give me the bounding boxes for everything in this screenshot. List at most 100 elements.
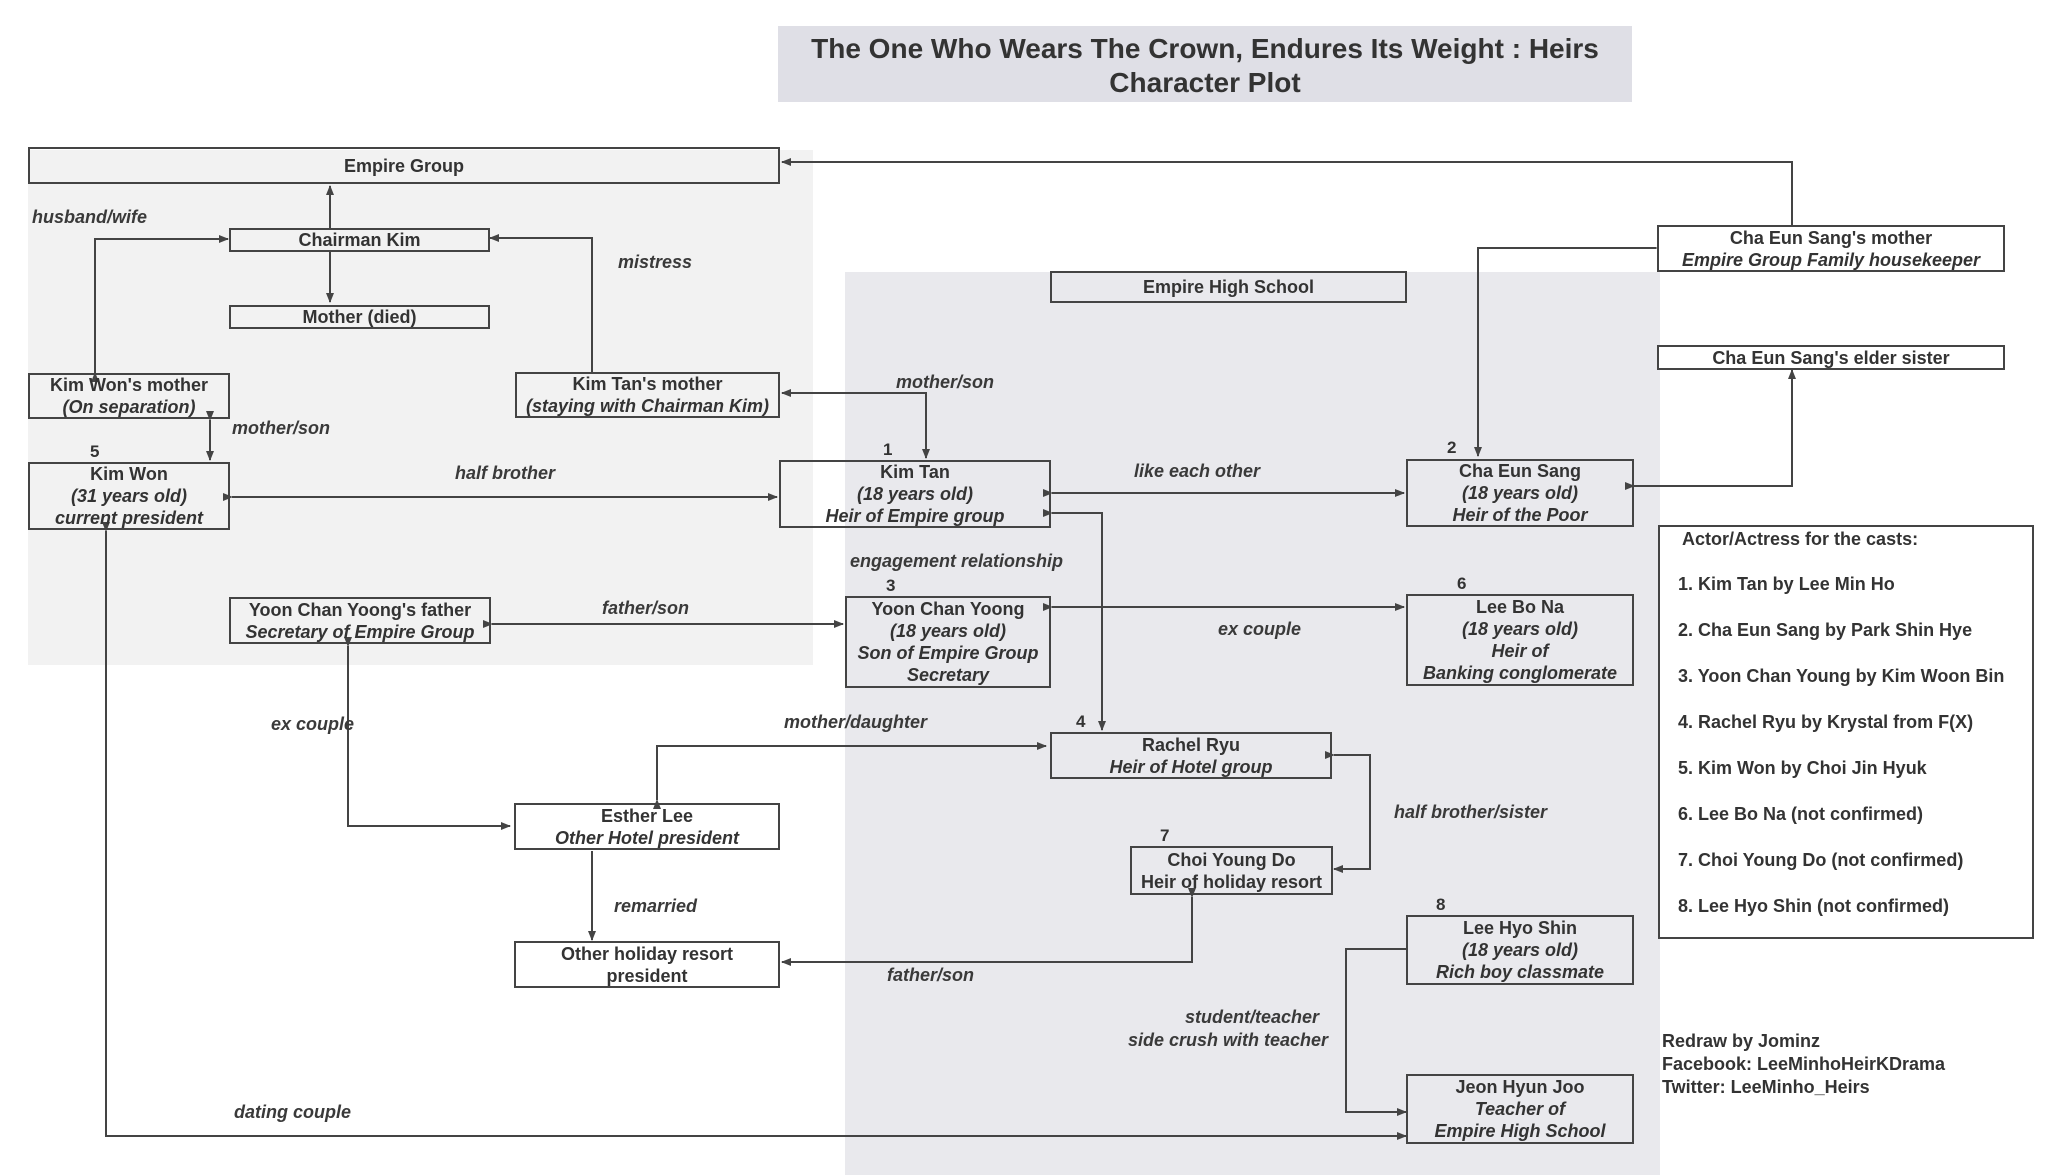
edge-cha-mother-cha bbox=[1474, 244, 1665, 457]
node-choi-young-do[interactable]: Choi Young Do Heir of holiday resort bbox=[1130, 846, 1333, 895]
node-role: current president bbox=[54, 508, 204, 528]
node-age: (18 years old) bbox=[889, 621, 1007, 641]
node-role: Teacher of bbox=[1474, 1099, 1566, 1119]
node-cha-sister[interactable]: Cha Eun Sang's elder sister bbox=[1657, 345, 2005, 370]
label-mother-son-tan: mother/son bbox=[896, 372, 995, 392]
node-cha-mother[interactable]: Cha Eun Sang's mother Empire Group Famil… bbox=[1657, 225, 2005, 272]
node-kim-won[interactable]: Kim Won (31 years old) current president bbox=[28, 462, 230, 530]
node-esther-lee[interactable]: Esther Lee Other Hotel president bbox=[514, 803, 780, 850]
node-name: Lee Hyo Shin bbox=[1462, 918, 1578, 938]
node-name: Chairman Kim bbox=[298, 230, 421, 250]
node-empire-high-school[interactable]: Empire High School bbox=[1050, 271, 1407, 303]
node-yoon-father[interactable]: Yoon Chan Yoong's father Secretary of Em… bbox=[229, 597, 491, 644]
node-role: Rich boy classmate bbox=[1435, 962, 1605, 982]
label-student-teacher: student/teacher bbox=[1185, 1007, 1320, 1027]
node-name: Cha Eun Sang bbox=[1458, 461, 1581, 481]
node-role: Heir of bbox=[1491, 641, 1549, 661]
node-empire-group[interactable]: Empire Group bbox=[28, 147, 780, 184]
node-yoon-chan-yoong[interactable]: Yoon Chan Yoong (18 years old) Son of Em… bbox=[845, 596, 1051, 688]
edge-ex-couple-left bbox=[344, 637, 511, 830]
node-rachel-ryu[interactable]: Rachel Ryu Heir of Hotel group bbox=[1050, 732, 1332, 779]
node-chairman-kim[interactable]: Chairman Kim bbox=[229, 228, 490, 252]
label-remarried: remarried bbox=[614, 896, 698, 916]
node-role-cont: Empire High School bbox=[1434, 1121, 1606, 1141]
edge-cha-mother-empire bbox=[781, 158, 1793, 228]
node-age: (18 years old) bbox=[856, 484, 974, 504]
node-age: (18 years old) bbox=[1461, 619, 1579, 639]
node-subtitle: president bbox=[606, 965, 688, 986]
node-number: 3 bbox=[886, 576, 896, 595]
edge-father-son-choi bbox=[781, 888, 1196, 966]
node-age: (18 years old) bbox=[1461, 940, 1579, 960]
edge-cha-sister bbox=[1625, 369, 1796, 490]
edge-student-teacher bbox=[1345, 948, 1407, 1116]
cast-item: 2. Cha Eun Sang by Park Shin Hye bbox=[1678, 620, 1973, 640]
node-subtitle: Heir of Hotel group bbox=[1109, 756, 1273, 777]
node-role: Heir of Empire group bbox=[825, 506, 1005, 526]
node-subtitle: Empire Group Family housekeeper bbox=[1681, 249, 1981, 270]
node-cha-eun-sang[interactable]: Cha Eun Sang (18 years old) Heir of the … bbox=[1406, 459, 1634, 527]
node-jeon-hyun-joo[interactable]: Jeon Hyun Joo Teacher of Empire High Sch… bbox=[1406, 1074, 1634, 1144]
node-name: Rachel Ryu bbox=[1141, 734, 1241, 755]
node-name: Empire High School bbox=[1142, 277, 1315, 297]
node-role: Son of Empire Group bbox=[857, 643, 1039, 663]
cast-item: 1. Kim Tan by Lee Min Ho bbox=[1678, 574, 1895, 594]
label-ex-couple-yoon-bona: ex couple bbox=[1218, 619, 1302, 639]
node-number: 4 bbox=[1076, 712, 1086, 731]
cast-item: 5. Kim Won by Choi Jin Hyuk bbox=[1678, 758, 1927, 778]
label-half-brother-sister: half brother/sister bbox=[1394, 802, 1548, 822]
node-name: Jeon Hyun Joo bbox=[1455, 1077, 1585, 1097]
label-dating-couple: dating couple bbox=[234, 1102, 351, 1122]
node-name: Esther Lee bbox=[600, 805, 694, 826]
node-subtitle: Heir of holiday resort bbox=[1140, 871, 1323, 892]
node-kim-tan[interactable]: Kim Tan (18 years old) Heir of Empire gr… bbox=[779, 460, 1051, 528]
node-lee-hyo-shin[interactable]: Lee Hyo Shin (18 years old) Rich boy cla… bbox=[1406, 915, 1634, 985]
cast-item: 3. Yoon Chan Young by Kim Woon Bin bbox=[1678, 666, 2005, 686]
node-subtitle: Other Hotel president bbox=[554, 827, 740, 848]
node-subtitle: Secretary of Empire Group bbox=[245, 621, 475, 642]
node-name: Yoon Chan Yoong bbox=[871, 599, 1025, 619]
node-name: Cha Eun Sang's elder sister bbox=[1712, 347, 1950, 368]
cast-list: Actor/Actress for the casts: 1. Kim Tan … bbox=[1658, 525, 2034, 939]
node-name: Mother (died) bbox=[302, 307, 417, 327]
cast-heading: Actor/Actress for the casts: bbox=[1682, 529, 1919, 549]
node-resort-president[interactable]: Other holiday resort president bbox=[514, 941, 780, 988]
label-engagement: engagement relationship bbox=[850, 551, 1064, 571]
node-mother-died[interactable]: Mother (died) bbox=[229, 305, 490, 329]
node-number: 5 bbox=[90, 442, 100, 461]
node-subtitle: (On separation) bbox=[62, 397, 196, 417]
edge-engagement bbox=[1043, 509, 1106, 731]
node-number: 7 bbox=[1160, 826, 1170, 845]
cast-item: 6. Lee Bo Na (not confirmed) bbox=[1678, 804, 1924, 824]
credit-twitter: Twitter: LeeMinho_Heirs bbox=[1662, 1077, 1870, 1097]
node-name: Cha Eun Sang's mother bbox=[1729, 227, 1933, 248]
node-name: Kim Won's mother bbox=[50, 375, 208, 395]
node-name: Empire Group bbox=[343, 155, 464, 176]
title-line-1: The One Who Wears The Crown, Endures Its… bbox=[811, 33, 1599, 64]
edge-mistress bbox=[489, 234, 593, 372]
node-name: Kim Won bbox=[90, 464, 168, 484]
edge-half-brother-sister bbox=[1325, 751, 1371, 873]
label-ex-couple-left: ex couple bbox=[271, 714, 355, 734]
node-name: Kim Tan's mother bbox=[572, 374, 723, 394]
label-father-son-choi: father/son bbox=[887, 965, 975, 985]
node-kim-won-mother[interactable]: Kim Won's mother (On separation) bbox=[28, 373, 230, 419]
node-name: Yoon Chan Yoong's father bbox=[248, 599, 472, 620]
edge-mother-son-tan bbox=[781, 389, 927, 458]
node-lee-bo-na[interactable]: Lee Bo Na (18 years old) Heir of Banking… bbox=[1406, 594, 1634, 686]
cast-item: 4. Rachel Ryu by Krystal from F(X) bbox=[1678, 712, 1974, 732]
label-half-brother: half brother bbox=[455, 463, 556, 483]
cast-item: 8. Lee Hyo Shin (not confirmed) bbox=[1678, 896, 1950, 916]
credit-redraw: Redraw by Jominz bbox=[1662, 1031, 1821, 1051]
label-like-each-other: like each other bbox=[1134, 461, 1261, 481]
node-name: Other holiday resort bbox=[560, 943, 734, 964]
cast-item: 7. Choi Young Do (not confirmed) bbox=[1678, 850, 1964, 870]
node-number: 1 bbox=[883, 440, 893, 459]
node-role: Heir of the Poor bbox=[1452, 505, 1588, 525]
label-father-son-yoon: father/son bbox=[602, 598, 690, 618]
node-kim-tan-mother[interactable]: Kim Tan's mother (staying with Chairman … bbox=[515, 372, 780, 418]
edge-husband-wife bbox=[91, 235, 229, 382]
node-number: 8 bbox=[1436, 895, 1446, 914]
node-role-cont: Secretary bbox=[906, 665, 990, 685]
